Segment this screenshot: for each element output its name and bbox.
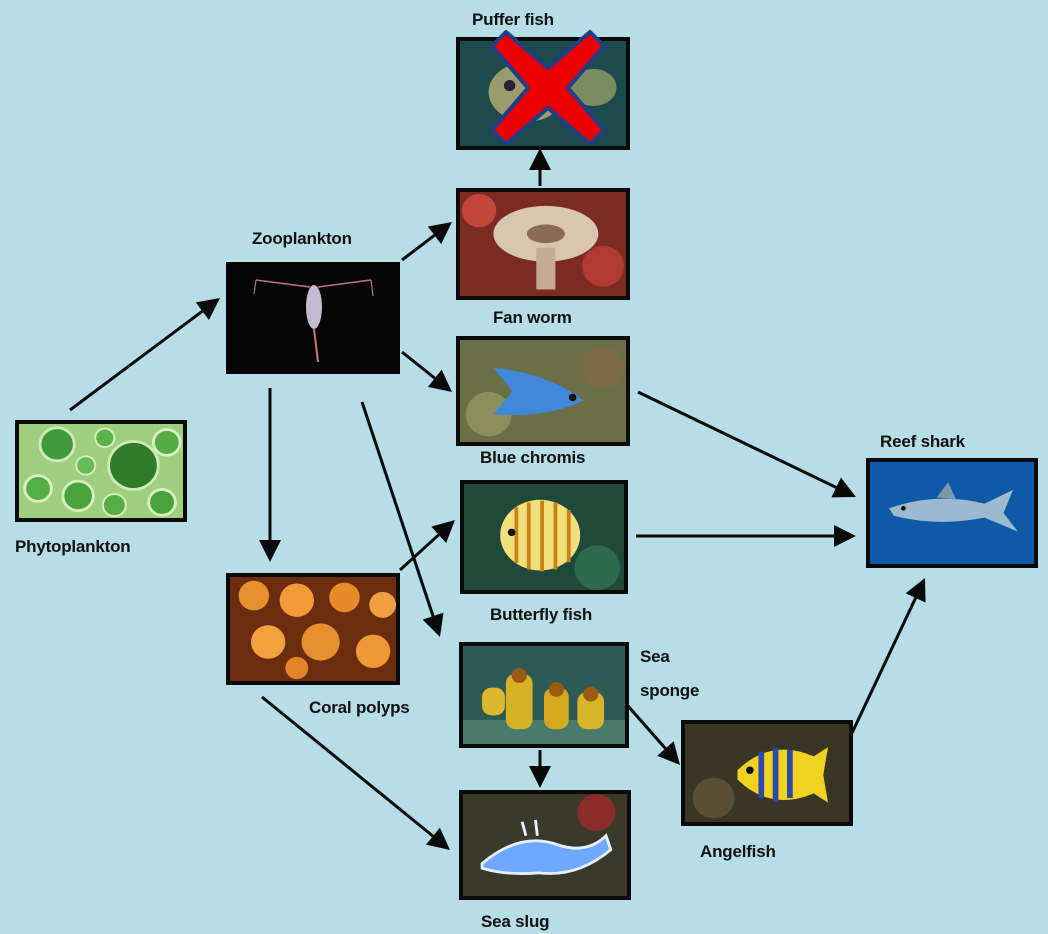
arrow-phytoplankton-to-zooplankton (69, 309, 204, 412)
sea-sponge-label-line2: sponge (640, 681, 700, 700)
arrowhead-zooplankton-to-blue_chromis (427, 369, 452, 392)
coral-polyps-label: Coral polyps (309, 698, 410, 717)
arrow-angelfish-to-reef_shark (850, 597, 917, 734)
fan-worm-photo (456, 188, 630, 300)
arrow-coral_polyps-to-butterfly_fish (398, 533, 440, 572)
arrowhead-phytoplankton-to-zooplankton (195, 298, 220, 320)
arrow-zooplankton-to-sea_sponge (360, 401, 435, 617)
fan-worm-label: Fan worm (493, 308, 572, 327)
reef-shark-label: Reef shark (880, 432, 965, 451)
arrow-blue_chromis-to-reef_shark (637, 390, 837, 489)
arrowhead-zooplankton-to-sea_sponge (422, 612, 444, 637)
arrowhead-blue_chromis-to-reef_shark (831, 477, 856, 498)
arrow-coral_polyps-to-sea_slug (261, 695, 434, 838)
zooplankton-photo (226, 262, 400, 374)
arrowhead-fan_worm-to-puffer_fish (529, 148, 551, 170)
arrowhead-zooplankton-to-coral_polyps (259, 540, 281, 562)
sea-sponge-photo (459, 642, 629, 748)
butterfly-fish-photo (460, 480, 628, 594)
arrowhead-butterfly_fish-to-reef_shark (834, 525, 856, 547)
blue-chromis-label: Blue chromis (480, 448, 586, 467)
arrowhead-angelfish-to-reef_shark (905, 578, 926, 603)
sea-slug-label: Sea slug (481, 912, 550, 931)
coral-polyps-photo (226, 573, 400, 685)
arrowhead-zooplankton-to-fan_worm (427, 222, 452, 245)
sea-slug-photo (459, 790, 631, 900)
butterfly-fish-label: Butterfly fish (490, 605, 593, 624)
reef-shark-photo (866, 458, 1038, 568)
angelfish-photo (681, 720, 853, 826)
blue-chromis-photo (456, 336, 630, 446)
arrowhead-coral_polyps-to-butterfly_fish (431, 520, 455, 543)
phytoplankton-photo (15, 420, 187, 522)
angelfish-label: Angelfish (700, 842, 776, 861)
arrow-sea_sponge-to-angelfish (626, 705, 667, 750)
puffer-fish-label: Puffer fish (472, 10, 554, 29)
removed-x-icon (490, 30, 606, 146)
arrow-zooplankton-to-blue_chromis (401, 350, 436, 380)
sea-sponge-label-line1: Sea (640, 647, 670, 666)
zooplankton-label: Zooplankton (252, 229, 352, 248)
arrow-zooplankton-to-fan_worm (401, 234, 436, 262)
phytoplankton-label: Phytoplankton (15, 537, 131, 556)
arrowhead-sea_sponge-to-angelfish (657, 741, 680, 765)
arrowhead-coral_polyps-to-sea_slug (425, 827, 450, 850)
arrowhead-sea_sponge-to-sea_slug (529, 766, 551, 788)
